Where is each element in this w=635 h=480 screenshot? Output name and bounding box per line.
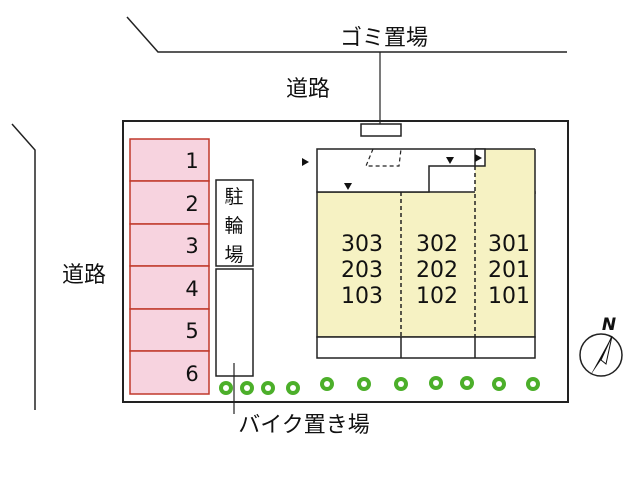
bicycle-parking-char: 駐 [224,186,243,208]
bicycle-parking-char: 場 [224,244,243,266]
parking-slot-number: 3 [185,234,198,258]
building [302,148,536,359]
balcony [316,336,536,359]
unit-number: 101 [488,284,530,309]
parking-slot-number: 5 [185,319,198,343]
shrub-icon [394,377,408,391]
shrub-icon [526,377,540,391]
parking-lot: 1 2 3 4 5 6 [129,138,210,395]
parking-slot-3 [129,223,210,267]
unit-number: 303 [341,232,383,257]
road-label-left: 道路 [62,263,106,288]
parking-slot-number: 6 [185,362,198,386]
road-top-edge [126,16,567,53]
stairs [365,148,402,167]
parking-slot-number: 2 [185,192,198,216]
road-left-edge [11,123,36,410]
corridor [316,148,486,193]
motorbike-parking-area [215,268,254,377]
parking-slot-6 [129,350,210,395]
shrub-icon [429,376,443,390]
site-boundary [122,120,569,403]
shrub-icon [492,377,506,391]
bicycle-parking-char: 輪 [224,215,243,237]
shrub-icon [286,381,300,395]
shrub-icon [219,381,233,395]
entrance-arrow-icon [475,154,482,162]
north-label: N [602,315,616,335]
parking-slot-1 [129,138,210,182]
road-label-top: 道路 [286,77,330,102]
shrubs [219,376,540,395]
parking-slot-number: 4 [185,277,198,301]
unit-number: 201 [488,258,530,283]
entrance-arrow-icon [446,157,454,164]
parking-slot-4 [129,265,210,310]
garbage-box [360,123,402,137]
bicycle-parking: 駐 輪 場 [215,179,254,267]
entrance-arrow-icon [302,158,309,166]
parking-slot-2 [129,180,210,225]
garbage-area-label: ゴミ置場 [340,26,428,51]
unit-number: 203 [341,258,383,283]
shrub-icon [460,376,474,390]
motorbike-parking-label: バイク置き場 [238,413,370,438]
unit-labels: 303 203 103 302 202 102 301 201 101 [341,232,530,309]
unit-number: 302 [416,232,458,257]
parking-slot-number: 1 [185,149,198,173]
shrub-icon [261,381,275,395]
compass-icon: N [579,315,623,377]
entrance-arrow-icon [344,183,352,190]
unit-number: 103 [341,284,383,309]
unit-number: 102 [416,284,458,309]
shrub-icon [320,377,334,391]
shrub-icon [240,381,254,395]
unit-number: 301 [488,232,530,257]
unit-number: 202 [416,258,458,283]
shrub-icon [357,377,371,391]
